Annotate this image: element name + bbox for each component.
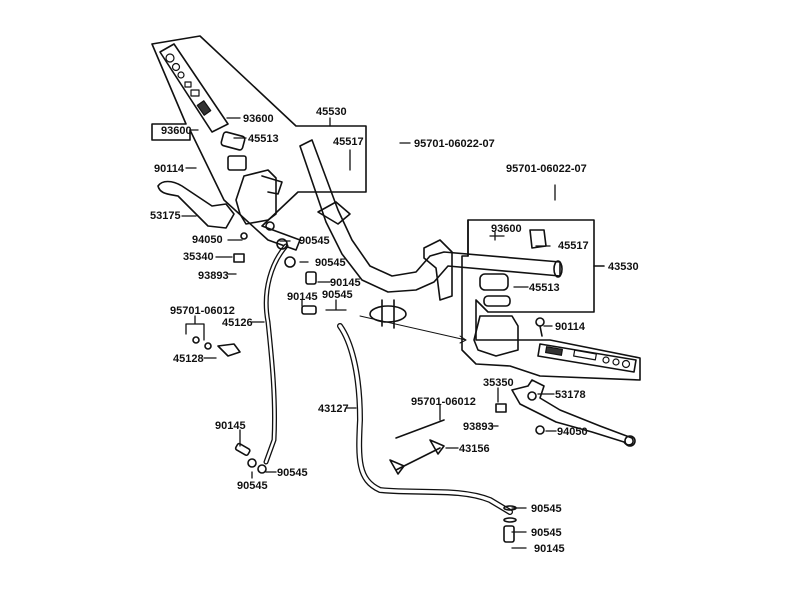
part-label: 45128 <box>173 353 204 365</box>
part-label: 35340 <box>183 251 214 263</box>
part-label: 90545 <box>322 289 353 301</box>
reservoir-cap-right <box>479 273 509 291</box>
assembly-arrow <box>359 315 467 341</box>
seal-kit-parts-left <box>165 53 212 116</box>
group-label-45530: 45530 <box>316 106 347 118</box>
part-label: 93600 <box>243 113 274 125</box>
part-label: 95701-06012 <box>170 305 235 317</box>
part-label: 45513 <box>248 133 279 145</box>
brake-hose-43127 <box>337 323 513 515</box>
part-label: 45517 <box>333 136 364 148</box>
part-label: 43156 <box>459 443 490 455</box>
part-label: 45126 <box>222 317 253 329</box>
part-label: 45513 <box>529 282 560 294</box>
part-label: 90545 <box>531 503 562 515</box>
seal-kit-strip-right <box>537 343 637 373</box>
part-label: 53175 <box>150 210 181 222</box>
seal-kit-strip-left <box>159 43 229 133</box>
part-label: 95701-06022-07 <box>414 138 495 150</box>
left-master-cylinder <box>235 169 277 225</box>
reservoir-cap-left <box>220 131 246 151</box>
part-label: 43127 <box>318 403 349 415</box>
part-label: 93600 <box>161 125 192 137</box>
part-label: 45517 <box>558 240 589 252</box>
part-label: 90145 <box>287 291 318 303</box>
group-outline-45530 <box>151 35 367 251</box>
part-label: 90545 <box>299 235 330 247</box>
part-label: 90145 <box>534 543 565 555</box>
part-label: 95701-06012 <box>411 396 476 408</box>
part-label: 93893 <box>463 421 494 433</box>
part-label: 93893 <box>198 270 229 282</box>
group-outline-43530 <box>461 219 641 381</box>
part-label: 90114 <box>555 321 585 333</box>
left-brake-lever <box>157 180 235 229</box>
part-label: 94050 <box>192 234 223 246</box>
part-label: 90145 <box>215 420 246 432</box>
part-label: 90145 <box>330 277 361 289</box>
part-label: 90545 <box>277 467 308 479</box>
part-label: 93600 <box>491 223 522 235</box>
part-label: 53178 <box>555 389 586 401</box>
part-label: 95701-06022-07 <box>506 163 587 175</box>
group-label-43530: 43530 <box>608 261 639 273</box>
right-master-cylinder <box>473 315 519 357</box>
part-label: 90545 <box>531 527 562 539</box>
right-brake-lever <box>511 379 634 446</box>
part-label: 90545 <box>237 480 268 492</box>
part-label: 90114 <box>154 163 184 175</box>
part-label: 94050 <box>557 426 588 438</box>
part-label: 35350 <box>483 377 514 389</box>
part-label: 90545 <box>315 257 346 269</box>
